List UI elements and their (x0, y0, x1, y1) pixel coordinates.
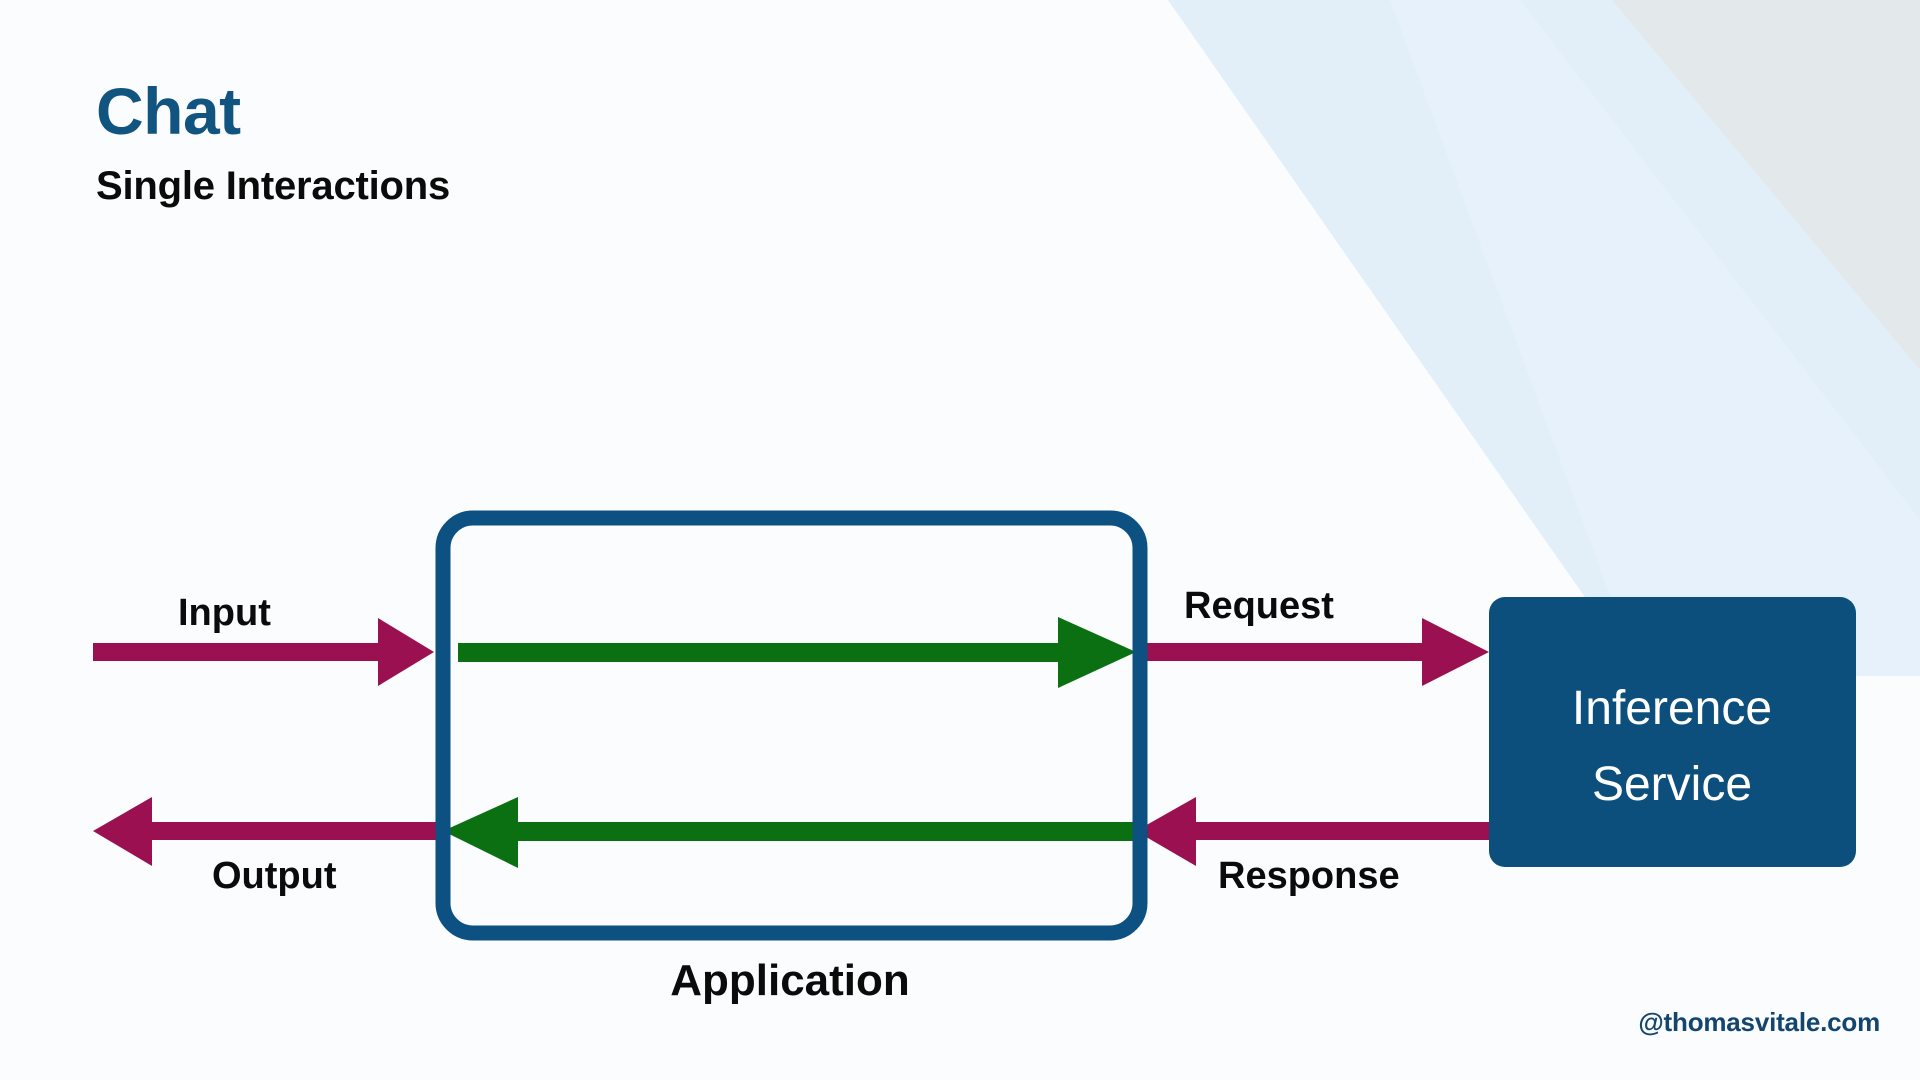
node-inference-service-label-line2: Service (1592, 758, 1752, 811)
node-inference-service-label-line1: Inference (1572, 682, 1772, 735)
edge-label-input: Input (178, 592, 271, 634)
internal-request-head (1058, 617, 1136, 688)
request-arrow-shaft (1136, 643, 1436, 661)
internal-request-shaft (458, 643, 1078, 662)
edge-label-request: Request (1184, 585, 1334, 627)
edge-application-request-internal (458, 617, 1136, 688)
input-arrow-shaft (93, 643, 393, 661)
edge-request (1136, 618, 1489, 686)
response-arrow-shaft (1180, 822, 1490, 840)
watermark: @thomasvitale.com (1638, 1007, 1880, 1037)
internal-response-shaft (498, 822, 1136, 841)
edge-application-response-internal (443, 797, 1136, 868)
node-application-box[interactable] (435, 510, 1148, 941)
page-subtitle: Single Interactions (96, 164, 451, 208)
edge-label-response: Response (1218, 855, 1400, 897)
heading-block: Chat Single Interactions (96, 78, 450, 206)
edge-label-output: Output (212, 855, 337, 897)
internal-response-head (443, 797, 518, 868)
page-title: Chat (96, 74, 241, 148)
input-arrow-head (378, 618, 434, 686)
request-arrow-head (1422, 618, 1489, 686)
output-arrow-head (93, 797, 152, 866)
output-arrow-shaft (140, 822, 450, 840)
node-application-label: Application (670, 956, 910, 1005)
